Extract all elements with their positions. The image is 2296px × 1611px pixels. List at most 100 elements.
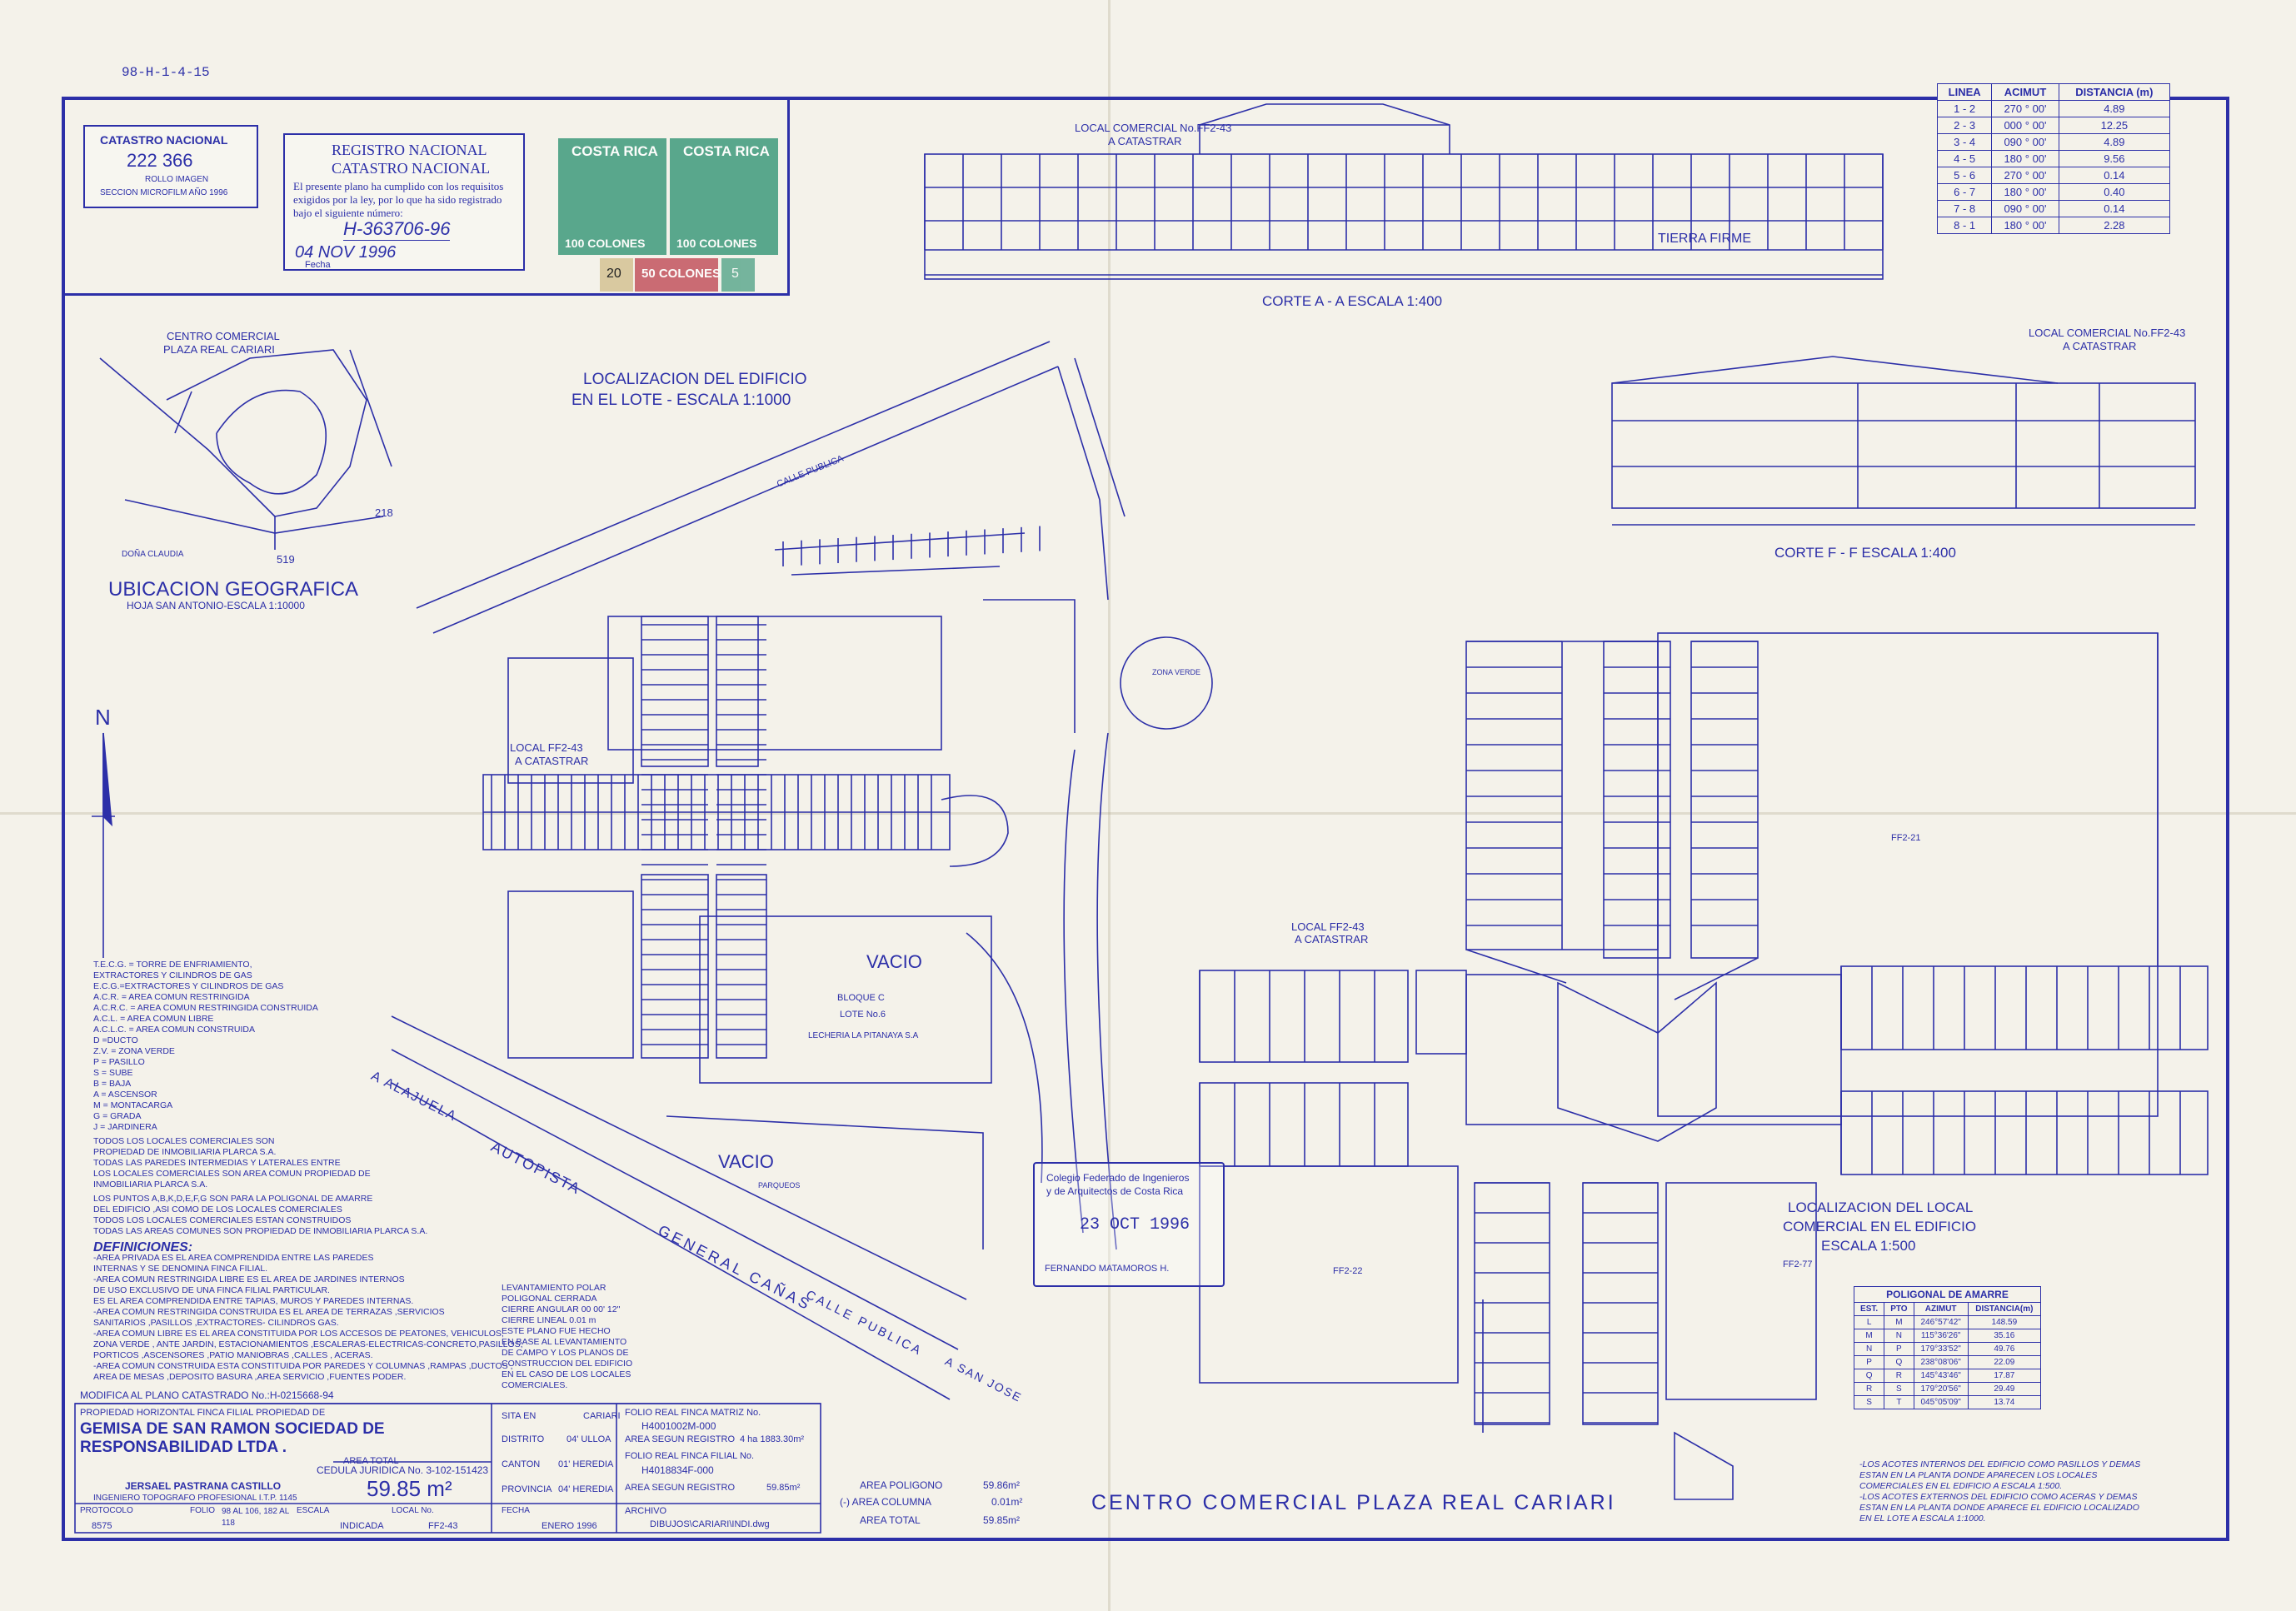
cell: 090 ° 00' <box>1991 133 2059 151</box>
cell: 115°36'26" <box>1913 1329 1969 1343</box>
tb-engineer-title: INGENIERO TOPOGRAFO PROFESIONAL I.T.P. 1… <box>93 1494 297 1503</box>
legend-line: EXTRACTORES Y CILINDROS DE GAS <box>93 970 252 980</box>
ff-title: CORTE F - F ESCALA 1:400 <box>1774 545 1956 561</box>
cell: 180 ° 00' <box>1991 217 2059 234</box>
levantamiento-line: EN EL CASO DE LOS LOCALES <box>502 1369 631 1379</box>
az-header-linea: LINEA <box>1936 83 1993 101</box>
aa-local-label: LOCAL COMERCIAL No.FF2-43 <box>1075 122 1232 134</box>
definition-line: -AREA COMUN RESTRINGIDA LIBRE ES EL AREA… <box>93 1274 405 1284</box>
cell: 13.74 <box>1967 1395 2042 1409</box>
north-arrow-drawing <box>92 732 115 958</box>
cell: 17.87 <box>1967 1369 2042 1383</box>
siteplan-vacio1: VACIO <box>866 951 922 972</box>
legend-line: S = SUBE <box>93 1068 133 1078</box>
tb-area-reg2-label: AREA SEGUN REGISTRO <box>625 1483 736 1493</box>
tb-provincia-label: PROVINCIA <box>502 1484 552 1494</box>
definition-line: AREA DE MESAS ,DEPOSITO BASURA ,AREA SER… <box>93 1372 407 1382</box>
tb-area-reg: 4 ha 1883.30m² <box>740 1434 805 1444</box>
floorplan-title1: LOCALIZACION DEL LOCAL <box>1788 1200 1974 1215</box>
legend-line: A.C.R.C. = AREA COMUN RESTRINGIDA CONSTR… <box>93 1003 318 1013</box>
section-aa-drawing <box>924 103 1884 280</box>
stamp1-value: 100 COLONES <box>565 237 646 250</box>
stamp-green-2: COSTA RICA 100 COLONES <box>670 138 778 255</box>
tb-provincia-value: 04' HEREDIA <box>558 1484 614 1494</box>
cell: Q <box>1853 1369 1885 1383</box>
legend: T.E.C.G. = TORRE DE ENFRIAMIENTO, EXTRAC… <box>93 960 527 1383</box>
siteplan-local-sub: A CATASTRAR <box>515 755 589 767</box>
note-line: COMERCIALES EN EL EDIFICIO A ESCALA 1:50… <box>1859 1481 2063 1491</box>
colegio-name: FERNANDO MATAMOROS H. <box>1045 1264 1170 1274</box>
stamp-area-divider-v <box>787 97 790 296</box>
cell: 179°33'52" <box>1913 1342 1969 1356</box>
definition-line: -AREA COMUN RESTRINGIDA CONSTRUIDA ES EL… <box>93 1307 445 1317</box>
registro-number: H-363706-96 <box>343 218 451 241</box>
stamp-small-1: 20 <box>600 258 633 292</box>
north-arrow-label: N <box>95 705 111 730</box>
legend-line: TODAS LAS PAREDES INTERMEDIAS Y LATERALE… <box>93 1158 341 1168</box>
tb-canton-label: CANTON <box>502 1459 541 1469</box>
catastro-number: 222 366 <box>127 150 193 171</box>
registro-text: El presente plano ha cumplido con los re… <box>293 180 504 219</box>
registro-stamp: REGISTRO NACIONAL CATASTRO NACIONAL El p… <box>283 133 525 271</box>
legend-line: J = JARDINERA <box>93 1122 157 1132</box>
siteplan-zona-verde: ZONA VERDE <box>1152 668 1201 676</box>
note-line: EN EL LOTE A ESCALA 1:1000. <box>1859 1514 1986 1524</box>
stamp-green-1: COSTA RICA 100 COLONES <box>558 138 666 255</box>
cell: N <box>1853 1342 1885 1356</box>
locmap-title1: CENTRO COMERCIAL <box>167 330 280 342</box>
legend-line: LOS LOCALES COMERCIALES SON AREA COMUN P… <box>93 1169 371 1179</box>
floorplan-ff222: FF2-22 <box>1333 1266 1363 1276</box>
tb-folio-matriz-label: FOLIO REAL FINCA MATRIZ No. <box>625 1408 761 1418</box>
tb-canton-value: 01' HEREDIA <box>558 1459 614 1469</box>
tb-sita-value: CARIARI <box>583 1411 621 1421</box>
note-line: ESTAN EN LA PLANTA DONDE APARECE EL EDIF… <box>1859 1503 2139 1513</box>
area-columna-label: (-) AREA COLUMNA <box>840 1496 932 1508</box>
cell: N <box>1884 1329 1914 1343</box>
colegio-date: 23 OCT 1996 <box>1080 1215 1190 1234</box>
legend-line: INMOBILIARIA PLARCA S.A. <box>93 1180 208 1190</box>
az-header-distancia: DISTANCIA (m) <box>2058 83 2171 101</box>
locmap-n2: 519 <box>277 553 295 566</box>
definition-line: ES EL AREA COMPRENDIDA ENTRE TAPIAS, MUR… <box>93 1296 414 1306</box>
registro-title2: CATASTRO NACIONAL <box>332 160 491 177</box>
stamp2-value: 100 COLONES <box>676 237 757 250</box>
floorplan-ff221: FF2-21 <box>1891 833 1921 843</box>
tb-modifica: MODIFICA AL PLANO CATASTRADO No.:H-02156… <box>80 1389 334 1401</box>
tb-local-label: LOCAL No. <box>392 1506 434 1515</box>
tb-area-reg2: 59.85m² <box>766 1483 801 1493</box>
stamp5-value: 5 <box>731 267 739 281</box>
floorplan-local-sub: A CATASTRAR <box>1295 933 1369 945</box>
tb-folio-filial-label: FOLIO REAL FINCA FILIAL No. <box>625 1451 755 1461</box>
aa-tierra-firme: TIERRA FIRME <box>1658 232 1752 246</box>
definition-line: PORTICOS ,ASCENSORES ,PATIO MANIOBRAS ,C… <box>93 1350 373 1360</box>
levantamiento-line: COMERCIALES. <box>502 1380 568 1390</box>
note-line: -LOS ACOTES INTERNOS DEL EDIFICIO COMO P… <box>1859 1459 2141 1469</box>
levantamiento-line: POLIGONAL CERRADA <box>502 1294 597 1304</box>
cell: M <box>1884 1315 1914 1329</box>
catastro-line1: ROLLO IMAGEN <box>145 175 209 184</box>
section-ff-drawing <box>1611 356 2196 526</box>
definition-line: -AREA PRIVADA ES EL AREA COMPRENDIDA ENT… <box>93 1253 374 1263</box>
amarre-table: POLIGONAL DE AMARRE EST. PTO AZIMUT DIST… <box>1853 1286 2042 1409</box>
amarre-h-dist: DISTANCIA(m) <box>1967 1302 2042 1316</box>
tb-archivo: DIBUJOS\CARIARI\INDI.dwg <box>650 1519 770 1529</box>
cell: 1 - 2 <box>1936 100 1993 117</box>
colegio-line2: y de Arquitectos de Costa Rica <box>1046 1185 1184 1197</box>
tb-distrito-label: DISTRITO <box>502 1434 545 1444</box>
legend-line: TODOS LOS LOCALES COMERCIALES SON <box>93 1136 275 1146</box>
cell: 000 ° 00' <box>1991 117 2059 134</box>
definition-line: SANITARIOS ,PASILLOS ,EXTRACTORES- CILIN… <box>93 1318 339 1328</box>
floorplan-local: LOCAL FF2-43 <box>1291 920 1365 933</box>
cell: R <box>1884 1369 1914 1383</box>
tb-folio-matriz: H4001002M-000 <box>641 1420 716 1432</box>
legend-line: TODOS LOS LOCALES COMERCIALES ESTAN CONS… <box>93 1215 352 1225</box>
cell: T <box>1884 1395 1914 1409</box>
floorplan-ff277: FF2-77 <box>1783 1259 1813 1269</box>
locmap-heading: UBICACION GEOGRAFICA <box>108 578 359 601</box>
